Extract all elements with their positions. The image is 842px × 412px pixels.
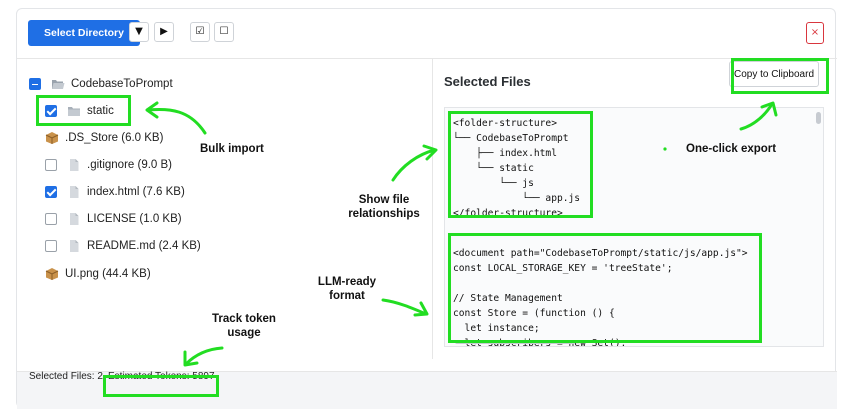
tree-item-index-html[interactable]: index.html (7.6 KB) bbox=[45, 182, 185, 202]
folder-icon bbox=[67, 104, 81, 118]
tree-item-label: index.html (7.6 KB) bbox=[87, 186, 185, 198]
estimated-tokens: Estimated Tokens: 5897 bbox=[108, 371, 215, 382]
tree-item-label: static bbox=[87, 105, 114, 117]
tree-item-label: README.md (2.4 KB) bbox=[87, 240, 201, 252]
structure-line: └── js bbox=[453, 176, 580, 191]
annotation-show-relationships: Show file relationships bbox=[343, 193, 425, 221]
horizontal-scrollbar[interactable] bbox=[455, 340, 575, 344]
package-icon bbox=[45, 131, 59, 145]
document-line: <document path="CodebaseToPrompt/static/… bbox=[453, 246, 748, 261]
expand-all-button[interactable]: ▼ bbox=[129, 22, 149, 42]
app-card: Select Directory ▼ ▶ ☑ ☐ × CodebaseToPro… bbox=[16, 8, 836, 408]
deselect-all-button[interactable]: ☐ bbox=[214, 22, 234, 42]
document-code: <document path="CodebaseToPrompt/static/… bbox=[453, 246, 748, 347]
structure-line: └── static bbox=[453, 161, 580, 176]
selected-files-title: Selected Files bbox=[444, 74, 531, 89]
annotation-one-click-export: One-click export bbox=[686, 142, 776, 156]
license-checkbox[interactable] bbox=[45, 213, 57, 225]
document-line: let instance; bbox=[453, 321, 748, 336]
file-icon bbox=[67, 212, 81, 226]
gitignore-checkbox[interactable] bbox=[45, 159, 57, 171]
document-line: // State Management bbox=[453, 291, 748, 306]
file-icon bbox=[67, 185, 81, 199]
folder-open-icon bbox=[51, 77, 65, 91]
tree-item-static[interactable]: static bbox=[45, 101, 114, 121]
tree-root[interactable]: CodebaseToPrompt bbox=[29, 74, 173, 94]
tree-item-label: UI.png (44.4 KB) bbox=[65, 268, 151, 280]
vertical-scrollbar[interactable] bbox=[816, 112, 821, 124]
selected-files-count: Selected Files: 2 bbox=[29, 371, 103, 382]
tree-item-label: LICENSE (1.0 KB) bbox=[87, 213, 182, 225]
collapse-all-button[interactable]: ▶ bbox=[154, 22, 174, 42]
structure-line: <folder-structure> bbox=[453, 116, 580, 131]
package-icon bbox=[45, 267, 59, 281]
tree-item-ds-store[interactable]: .DS_Store (6.0 KB) bbox=[45, 128, 163, 148]
select-directory-button[interactable]: Select Directory bbox=[28, 20, 140, 46]
structure-line: </folder-structure> bbox=[453, 206, 580, 221]
document-line: const Store = (function () { bbox=[453, 306, 748, 321]
tree-item-label: .DS_Store (6.0 KB) bbox=[65, 132, 163, 144]
structure-line: └── app.js bbox=[453, 191, 580, 206]
file-icon bbox=[67, 158, 81, 172]
tree-item-readme[interactable]: README.md (2.4 KB) bbox=[45, 236, 201, 256]
select-all-button[interactable]: ☑ bbox=[190, 22, 210, 42]
annotation-bulk-import: Bulk import bbox=[200, 142, 264, 156]
toolbar: Select Directory ▼ ▶ ☑ ☐ × bbox=[17, 9, 837, 59]
readme-checkbox[interactable] bbox=[45, 240, 57, 252]
tree-item-gitignore[interactable]: .gitignore (9.0 B) bbox=[45, 155, 172, 175]
tree-item-label: .gitignore (9.0 B) bbox=[87, 159, 172, 171]
index-html-checkbox[interactable] bbox=[45, 186, 57, 198]
document-line: const LOCAL_STORAGE_KEY = 'treeState'; bbox=[453, 261, 748, 276]
tree-item-ui-png[interactable]: UI.png (44.4 KB) bbox=[45, 264, 151, 284]
static-checkbox[interactable] bbox=[45, 105, 57, 117]
copy-to-clipboard-button[interactable]: Copy to Clipboard bbox=[729, 61, 819, 87]
annotation-llm-ready: LLM-ready format bbox=[307, 275, 387, 303]
document-line bbox=[453, 276, 748, 291]
file-icon bbox=[67, 239, 81, 253]
clear-button[interactable]: × bbox=[806, 22, 824, 44]
annotation-track-tokens: Track token usage bbox=[200, 312, 288, 340]
tree-root-label: CodebaseToPrompt bbox=[71, 78, 173, 90]
selected-files-panel: Selected Files <folder-structure>└── Cod… bbox=[434, 59, 837, 359]
structure-line: ├── index.html bbox=[453, 146, 580, 161]
tree-item-license[interactable]: LICENSE (1.0 KB) bbox=[45, 209, 182, 229]
folder-structure-code: <folder-structure>└── CodebaseToPrompt ├… bbox=[453, 116, 580, 221]
root-checkbox[interactable] bbox=[29, 78, 41, 90]
structure-line: └── CodebaseToPrompt bbox=[453, 131, 580, 146]
